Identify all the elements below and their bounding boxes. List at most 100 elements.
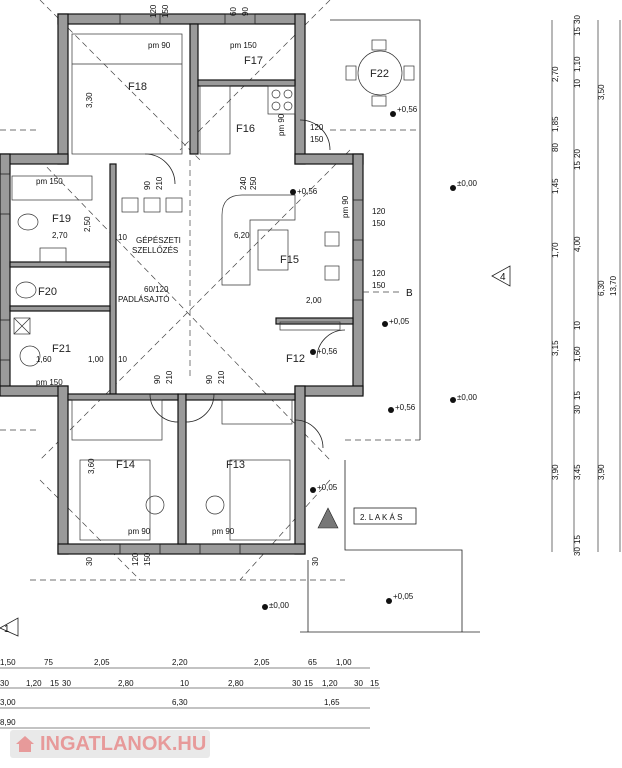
right-dim: 80 (551, 143, 560, 152)
bottom-dim: 1,20 (26, 679, 42, 688)
section-1: 1 (4, 624, 10, 635)
bottom-dim: 6,30 (172, 698, 188, 707)
bottom-dim: 1,20 (322, 679, 338, 688)
label-lakas: 2. L A K Á S (360, 513, 402, 522)
dim-100: 1,00 (88, 355, 104, 364)
room-f15: F15 (280, 254, 299, 266)
room-f22: F22 (370, 68, 389, 80)
right-dim: 15 (573, 161, 582, 170)
dim-330: 3,30 (85, 92, 94, 108)
dim-10: 10 (118, 355, 127, 364)
right-dim: 4,00 (573, 236, 582, 252)
level-056: +0,56 (397, 105, 418, 114)
right-dim: 3,15 (551, 340, 560, 356)
level-000: ±0,00 (457, 179, 478, 188)
right-dim: 3,45 (573, 464, 582, 480)
watermark-text: INGATLANOK.HU (40, 732, 207, 755)
bottom-dim: 8,90 (0, 718, 16, 727)
right-dim: 1,70 (551, 242, 560, 258)
bottom-dim: 1,00 (336, 658, 352, 667)
level-056: +0,56 (395, 403, 416, 412)
dim-90: 90 (205, 375, 214, 384)
dim-pm90: pm 90 (341, 195, 350, 218)
windows (0, 13, 364, 555)
bottom-dim: 65 (308, 658, 317, 667)
dim-pm90: pm 90 (277, 113, 286, 136)
label-padlasajto: PADLÁSAJTÓ (118, 295, 169, 304)
walls (0, 13, 364, 555)
level-005: +0,05 (393, 592, 414, 601)
level-005: +0,05 (317, 483, 338, 492)
room-f14: F14 (116, 459, 135, 471)
dim-10: 10 (118, 233, 127, 242)
room-f13: F13 (226, 459, 245, 471)
room-f17: F17 (244, 55, 263, 67)
right-dim: 30 (573, 547, 582, 556)
right-dimension-lines (551, 20, 621, 552)
dim-120: 120 (372, 269, 386, 278)
level-056: +0,56 (297, 187, 318, 196)
room-f16: F16 (236, 123, 255, 135)
level-056: +0,56 (317, 347, 338, 356)
label-szellozes: SZELLŐZÉS (132, 246, 178, 255)
level-005: +0,05 (389, 317, 410, 326)
dim-210: 210 (217, 370, 226, 384)
furniture (11, 33, 415, 541)
bottom-dim: 1,65 (324, 698, 340, 707)
right-dim: 15 (573, 535, 582, 544)
dim-150: 150 (161, 4, 170, 18)
dim-150: 150 (372, 219, 386, 228)
level-000: ±0,00 (269, 601, 290, 610)
label-gepeszeti: GÉPÉSZETI (136, 236, 181, 245)
right-dim: 2,70 (551, 66, 560, 82)
room-f12: F12 (286, 353, 305, 365)
dim-150: 150 (372, 281, 386, 290)
section-marks (0, 265, 511, 637)
right-dim: 30 (573, 15, 582, 24)
room-f18: F18 (128, 81, 147, 93)
dim-150: 150 (143, 552, 152, 566)
section-4: 4 (500, 272, 506, 283)
dim-30: 30 (85, 557, 94, 566)
level-000: ±0,00 (457, 393, 478, 402)
dim-620: 6,20 (234, 231, 250, 240)
dim-pm90: pm 90 (148, 41, 171, 50)
house-logo-icon (16, 736, 34, 752)
dim-60: 60 (229, 7, 238, 16)
right-dim: 10 (573, 79, 582, 88)
bottom-dim: 2,05 (94, 658, 110, 667)
dim-90: 90 (143, 181, 152, 190)
right-dim: 13,70 (609, 275, 618, 296)
dim-360: 3,60 (87, 458, 96, 474)
dim-pm150: pm 150 (36, 177, 63, 186)
dim-250: 2,50 (83, 216, 92, 232)
bottom-dimension-lines (0, 667, 380, 729)
label-padlasajto-size: 60/120 (144, 285, 169, 294)
section-b: B (406, 288, 413, 299)
bottom-dim: 15 (370, 679, 379, 688)
bottom-dim: 2,80 (228, 679, 244, 688)
dim-270: 2,70 (52, 231, 68, 240)
dim-90: 90 (241, 7, 250, 16)
watermark: INGATLANOK.HU (10, 730, 210, 758)
right-dim: 1,10 (573, 56, 582, 72)
right-dim: 20 (573, 149, 582, 158)
dim-pm150: pm 150 (230, 41, 257, 50)
right-dim: 10 (573, 321, 582, 330)
room-f21: F21 (52, 343, 71, 355)
dim-120: 120 (310, 123, 324, 132)
dim-200: 2,00 (306, 296, 322, 305)
right-dim: 3,90 (597, 464, 606, 480)
bottom-dim: 75 (44, 658, 53, 667)
right-dim: 1,45 (551, 178, 560, 194)
right-dim: 1,85 (551, 116, 560, 132)
bottom-dim: 30 (62, 679, 71, 688)
bottom-dim: 30 (0, 679, 9, 688)
dim-pm90: pm 90 (212, 527, 235, 536)
dim-120: 120 (149, 4, 158, 18)
bottom-dim: 10 (180, 679, 189, 688)
right-dim: 15 (573, 391, 582, 400)
room-f20: F20 (38, 286, 57, 298)
dim-pm150: pm 150 (36, 378, 63, 387)
